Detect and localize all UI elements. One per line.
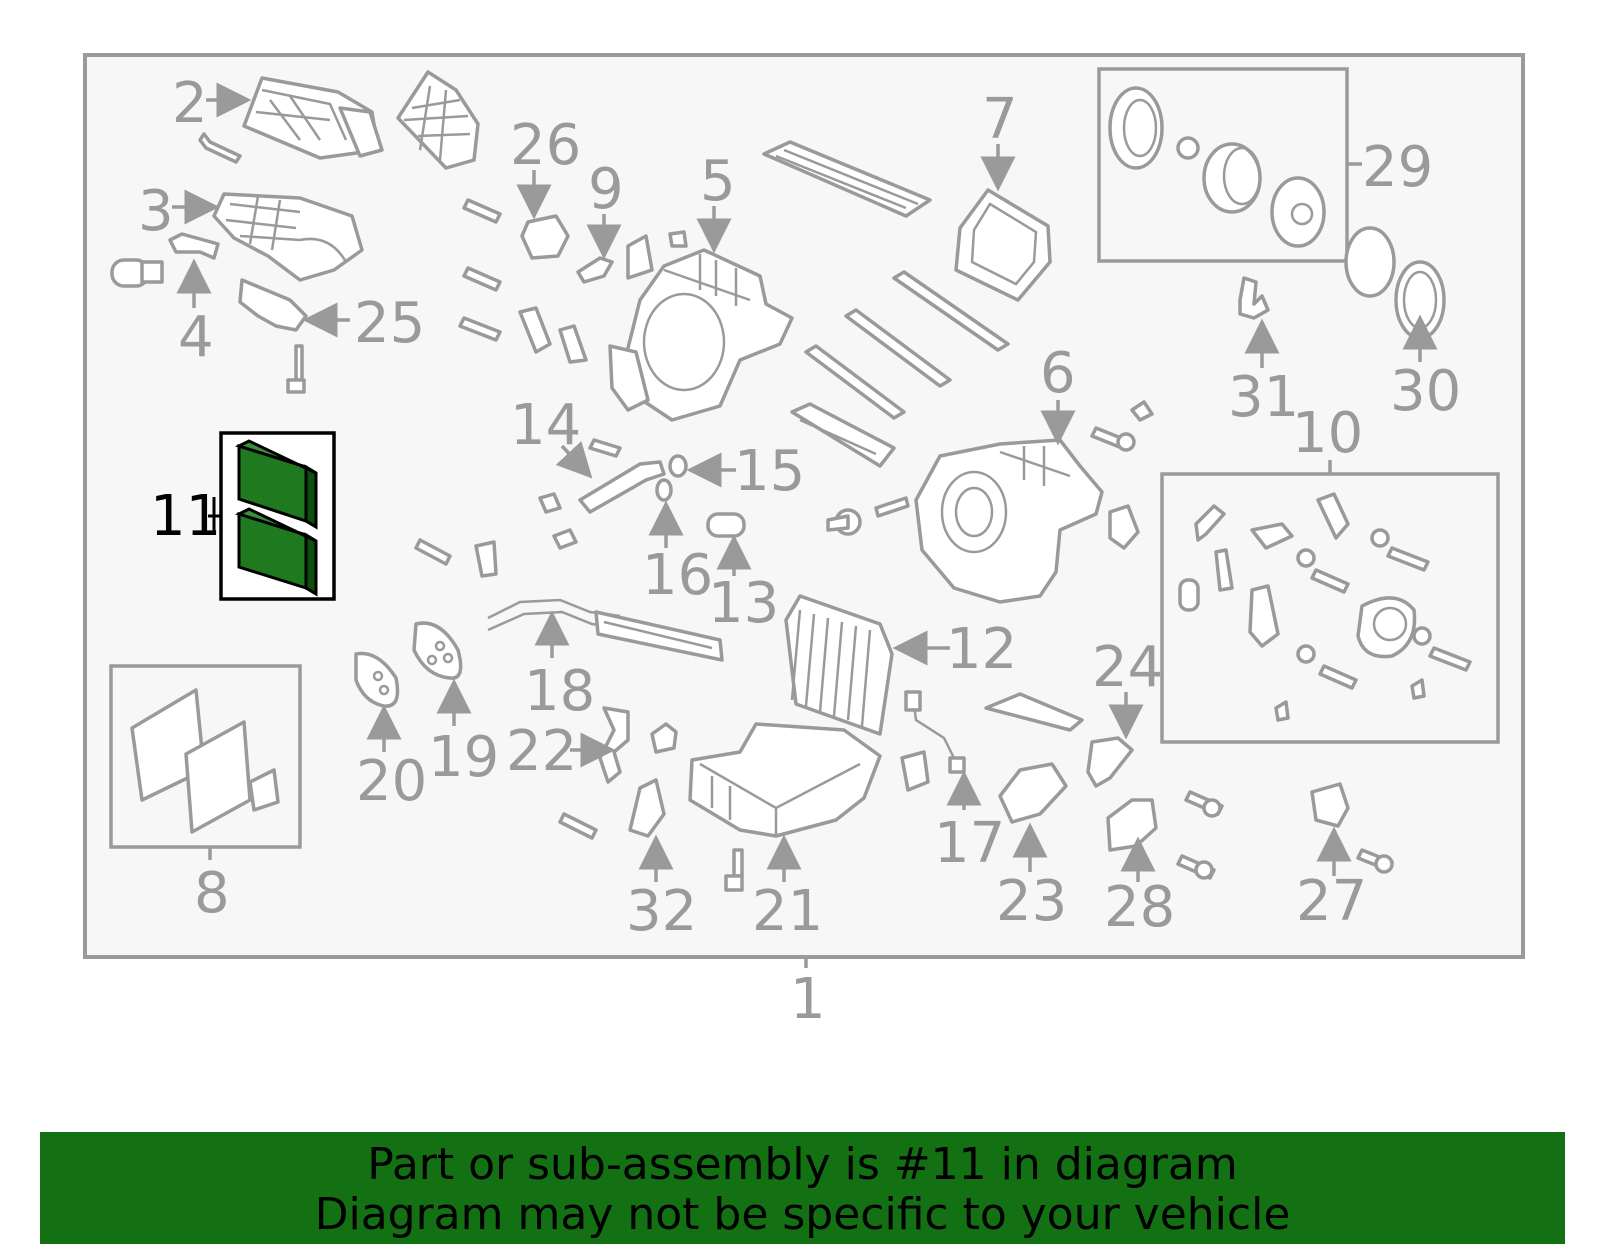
callout-16: 16 (642, 543, 713, 608)
callout-32: 32 (626, 879, 697, 944)
callout-26: 26 (510, 113, 581, 178)
cabin-air-filter-part-11[interactable] (235, 439, 318, 597)
part-21-lower-case (688, 722, 882, 838)
leader-lines (172, 82, 1438, 968)
callout-27: 27 (1296, 869, 1367, 934)
part-8-insulation-pads (130, 688, 280, 834)
part-filter-top (762, 140, 932, 218)
callout-28: 28 (1104, 875, 1175, 940)
part-20-plate (354, 651, 400, 708)
callout-17: 17 (934, 811, 1005, 876)
banner-line-part: Part or sub-assembly is #11 in diagram (367, 1139, 1238, 1190)
part-27-clip (1310, 782, 1350, 828)
part-12-heater-core (784, 594, 894, 736)
callout-20: 20 (356, 749, 427, 814)
callout-5: 5 (700, 149, 736, 214)
part-26-actuator (520, 214, 570, 260)
part-13-sensor (706, 512, 746, 538)
callout-30: 30 (1390, 359, 1461, 424)
callout-25: 25 (354, 291, 425, 356)
part-2-intake-door (242, 76, 384, 160)
part-5-evaporator-case (608, 248, 794, 422)
part-4-link (168, 232, 220, 260)
part-17-hose (904, 690, 966, 774)
callout-9: 9 (588, 157, 624, 222)
callout-23: 23 (996, 869, 1067, 934)
callout-15: 15 (734, 439, 805, 504)
part-screws-6 (826, 400, 1154, 536)
part-screws-mid (458, 198, 502, 342)
part-7-evaporator-cover (954, 188, 1052, 302)
part-32-bracket (628, 778, 666, 838)
part-small-links (518, 230, 688, 364)
part-bolt-21 (724, 848, 744, 892)
part-25-bracket (238, 278, 308, 332)
callout-2: 2 (172, 71, 208, 136)
part-29-blower-motor-group (1108, 86, 1326, 248)
part-screw-32 (558, 812, 598, 840)
group-box-8 (109, 664, 302, 849)
callout-29: 29 (1362, 135, 1433, 200)
callout-13: 13 (708, 571, 779, 636)
part-info-banner: Part or sub-assembly is #11 in diagram D… (40, 1132, 1565, 1244)
part-31-clip (1238, 276, 1270, 320)
part-23-bracket (998, 762, 1068, 824)
part-pad-24 (984, 692, 1084, 732)
banner-line-disclaimer: Diagram may not be specific to your vehi… (314, 1189, 1291, 1240)
callout-21: 21 (752, 879, 823, 944)
part-screw-clip-left (414, 538, 498, 578)
callout-8: 8 (194, 861, 230, 926)
part-bolt-25 (286, 344, 306, 394)
leader-11 (208, 497, 221, 534)
part-19-plate (412, 621, 463, 680)
callout-1: 1 (790, 967, 826, 1032)
part-screws-right (1176, 790, 1394, 880)
callout-4: 4 (178, 305, 214, 370)
part-10-actuator-group (1178, 492, 1472, 722)
part-intake-screen (396, 70, 480, 170)
callout-22: 22 (506, 719, 577, 784)
part-screw-a (198, 132, 242, 164)
callout-12: 12 (946, 617, 1017, 682)
part-clip-17 (900, 750, 930, 792)
group-box-29 (1097, 67, 1349, 263)
part-small-block (650, 722, 678, 754)
part-actuator-left (110, 258, 164, 288)
part-9-link (576, 256, 614, 284)
callout-19: 19 (428, 725, 499, 790)
part-6-blower-case-right (914, 438, 1140, 604)
part-seals (790, 270, 1010, 468)
callout-24: 24 (1092, 635, 1163, 700)
callout-11[interactable]: 11 (150, 484, 221, 549)
part-3-blower-case (212, 192, 364, 282)
part-14-15-pipes (538, 438, 688, 550)
callout-31: 31 (1228, 365, 1299, 430)
callout-labels: 1 2 3 4 5 6 7 8 9 10 11 12 13 14 15 16 1… (138, 71, 1461, 1032)
callout-3: 3 (138, 179, 174, 244)
callout-18: 18 (524, 659, 595, 724)
callout-10: 10 (1292, 401, 1363, 466)
callout-6: 6 (1040, 341, 1076, 406)
callout-14: 14 (510, 393, 581, 458)
callout-7: 7 (982, 87, 1018, 152)
